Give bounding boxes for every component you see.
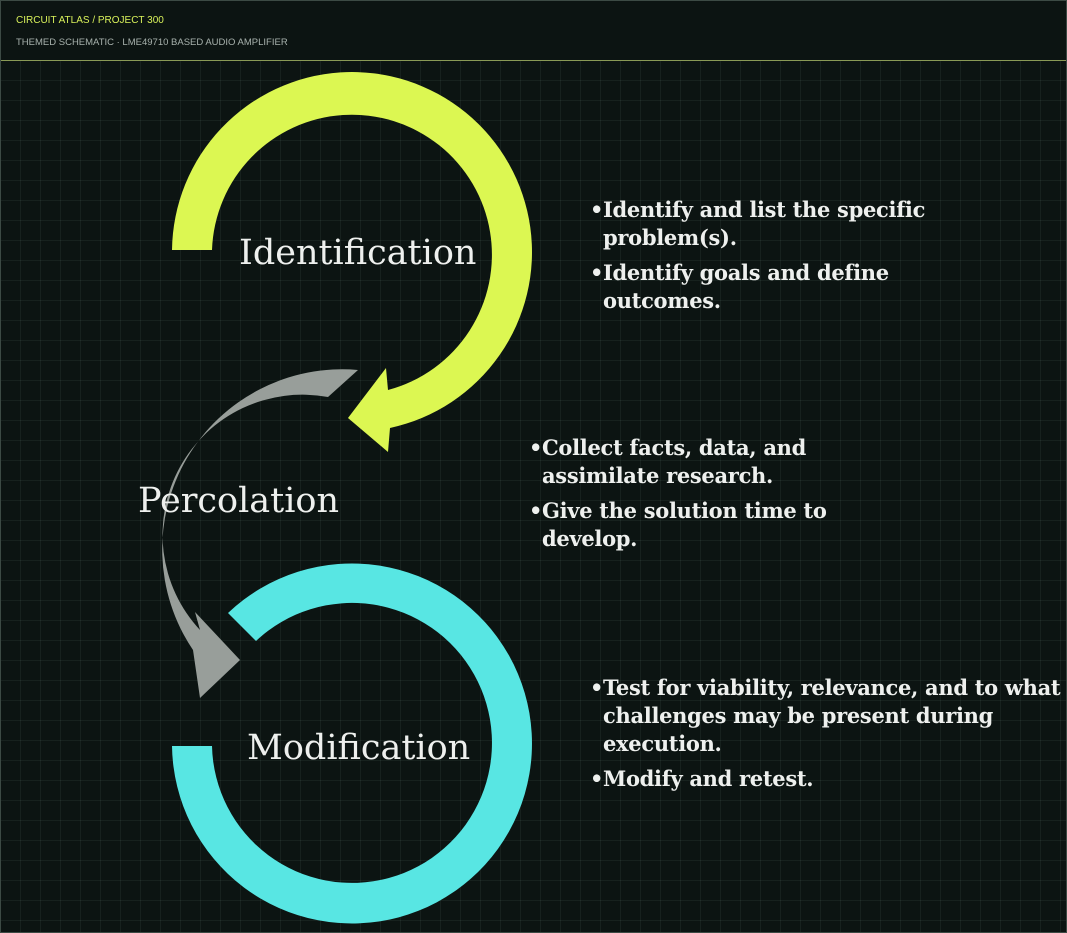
stage-label-modification: Modification [247,728,471,768]
modification-bullets: Test for viability, relevance, and to wh… [590,674,1062,800]
bullet-item: Identify and list the specific problem(s… [590,196,970,252]
percolation-bullets: Collect facts, data, and assimilate rese… [529,434,839,560]
bullet-item: Modify and retest. [590,765,1062,793]
page-subtitle: THEMED SCHEMATIC · LME49710 BASED AUDIO … [16,37,288,48]
bullet-item: Collect facts, data, and assimilate rese… [529,434,839,490]
stage-label-percolation: Percolation [138,481,340,521]
header-bar: CIRCUIT ATLAS / PROJECT 300 THEMED SCHEM… [0,0,1067,61]
bullet-item: Test for viability, relevance, and to wh… [590,674,1062,758]
bullet-item: Give the solution time to develop. [529,497,839,553]
stage-label-identification: Identification [239,233,477,273]
bullet-item: Identify goals and define outcomes. [590,259,970,315]
identification-bullets: Identify and list the specific problem(s… [590,196,970,322]
brand-title: CIRCUIT ATLAS / PROJECT 300 [16,15,164,26]
percolation-arrow [162,369,358,698]
